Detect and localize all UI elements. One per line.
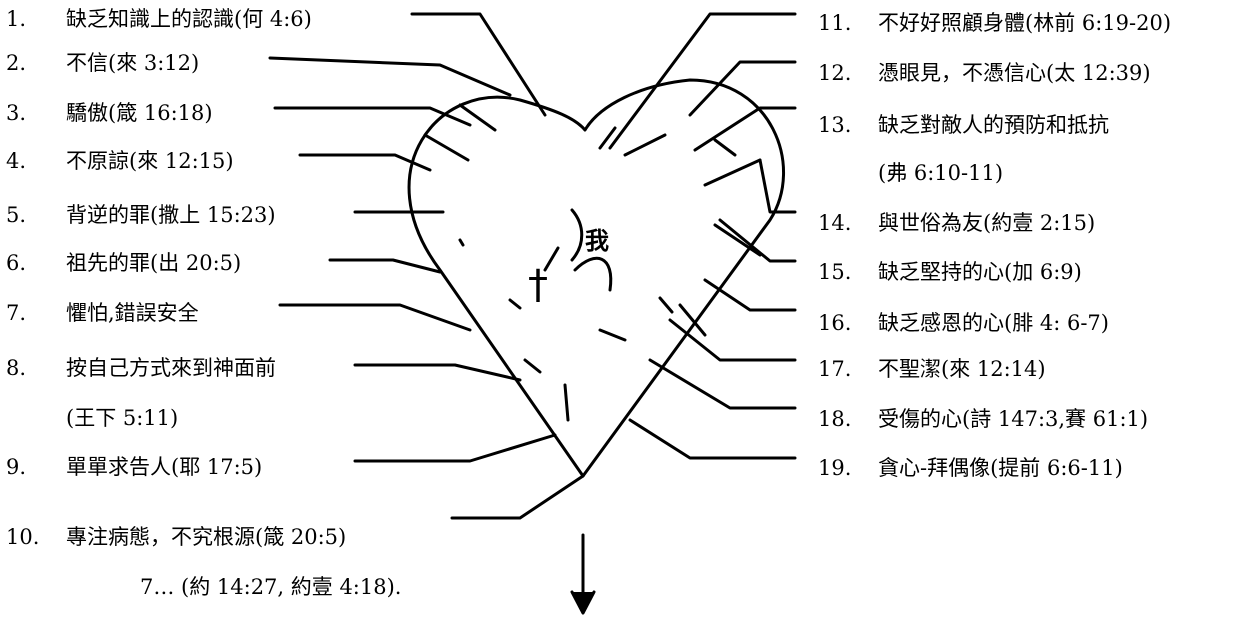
leader-line-7 xyxy=(278,303,472,332)
item-label-19: 貪心-拜偶像(提前 6:6-11) xyxy=(878,456,1123,480)
item-number-8: 8. xyxy=(6,356,27,380)
leader-line-4 xyxy=(298,153,432,172)
item-number-16: 16. xyxy=(818,311,852,335)
leader-line-15 xyxy=(718,218,797,263)
item-label-18: 受傷的心(詩 147:3,賽 61:1) xyxy=(878,407,1149,431)
item-label-9: 單單求告人(耶 17:5) xyxy=(66,455,263,479)
self-label: 我 xyxy=(585,226,609,255)
item-number-15: 15. xyxy=(818,260,852,284)
inner-stroke xyxy=(523,358,542,374)
leader-line-12 xyxy=(688,60,797,117)
item-number-2: 2. xyxy=(6,51,27,75)
item-number-10: 10. xyxy=(6,525,40,549)
leader-line-11 xyxy=(608,12,797,150)
item-label-5: 背逆的罪(撒上 15:23) xyxy=(66,203,276,227)
inner-stroke xyxy=(423,133,470,162)
inner-stroke xyxy=(703,158,762,187)
item-label-7: 懼怕,錯誤安全 xyxy=(66,301,199,325)
item-label-8: 按自己方式來到神面前 xyxy=(66,356,276,380)
leader-line-13 xyxy=(693,106,797,152)
item-number-3: 3. xyxy=(6,101,27,125)
inner-stroke xyxy=(508,298,522,310)
item-label-16: 缺乏感恩的心(腓 4: 6-7) xyxy=(878,311,1109,335)
item-number-11: 11. xyxy=(818,11,852,35)
leader-line-8 xyxy=(353,363,522,382)
item-label-17: 不聖潔(來 12:14) xyxy=(878,357,1046,381)
inner-stroke xyxy=(598,126,617,150)
item-number-17: 17. xyxy=(818,357,852,381)
item-label-12: 憑眼見，不憑信心(太 12:39) xyxy=(878,61,1151,85)
item-label-10: 專注病態，不究根源(箴 20:5) xyxy=(66,525,347,549)
leader-line-1 xyxy=(410,12,547,117)
item-label-3: 驕傲(箴 16:18) xyxy=(66,101,213,125)
leader-line-2 xyxy=(268,56,512,97)
inner-stroke xyxy=(458,238,465,247)
item-label-2: 不信(來 3:12) xyxy=(66,51,200,75)
self-bracket-arc xyxy=(573,256,613,292)
item-number-18: 18. xyxy=(818,407,852,431)
leader-line-17 xyxy=(668,318,797,362)
item-number-14: 14. xyxy=(818,211,852,235)
item-label-15: 缺乏堅持的心(加 6:9) xyxy=(878,260,1082,284)
leader-line-10 xyxy=(450,474,585,520)
inner-stroke xyxy=(543,246,560,272)
leader-line-19 xyxy=(628,418,797,460)
inner-stroke xyxy=(678,303,707,337)
leader-line-9 xyxy=(353,433,557,463)
item-label-13-ref: (弗 6:10-11) xyxy=(878,161,1004,185)
arrow-head xyxy=(570,590,596,615)
heart-outline xyxy=(407,78,786,478)
item-number-4: 4. xyxy=(6,149,27,173)
cross-icon: † xyxy=(528,262,548,308)
inner-stroke xyxy=(713,138,737,157)
inner-stroke xyxy=(623,133,667,157)
inner-stroke xyxy=(658,296,674,314)
item-number-9: 9. xyxy=(6,455,27,479)
item-label-4: 不原諒(來 12:15) xyxy=(66,149,234,173)
leader-line-6 xyxy=(328,258,442,274)
footnote: 7… (約 14:27, 約壹 4:18). xyxy=(140,575,402,599)
item-label-8-ref: (王下 5:11) xyxy=(66,406,179,430)
item-label-6: 祖先的罪(出 20:5) xyxy=(66,251,242,275)
item-label-1: 缺乏知識上的認識(何 4:6) xyxy=(66,7,312,31)
self-bracket-left xyxy=(570,208,584,262)
inner-stroke xyxy=(598,328,627,342)
inner-stroke xyxy=(458,103,497,132)
leader-line-14 xyxy=(758,158,797,214)
leader-line-16 xyxy=(703,278,797,312)
item-label-11: 不好好照顧身體(林前 6:19-20) xyxy=(878,11,1172,35)
item-number-19: 19. xyxy=(818,456,852,480)
item-label-14: 與世俗為友(約壹 2:15) xyxy=(878,211,1096,235)
inner-stroke xyxy=(713,223,762,257)
leader-line-3 xyxy=(273,106,472,127)
item-number-12: 12. xyxy=(818,61,852,85)
leader-line-18 xyxy=(648,358,797,410)
item-number-13: 13. xyxy=(818,113,852,137)
item-label-13: 缺乏對敵人的預防和抵抗 xyxy=(878,113,1109,137)
item-number-1: 1. xyxy=(6,7,27,31)
inner-stroke xyxy=(563,383,570,422)
item-number-6: 6. xyxy=(6,251,27,275)
item-number-5: 5. xyxy=(6,203,27,227)
item-number-7: 7. xyxy=(6,301,27,325)
